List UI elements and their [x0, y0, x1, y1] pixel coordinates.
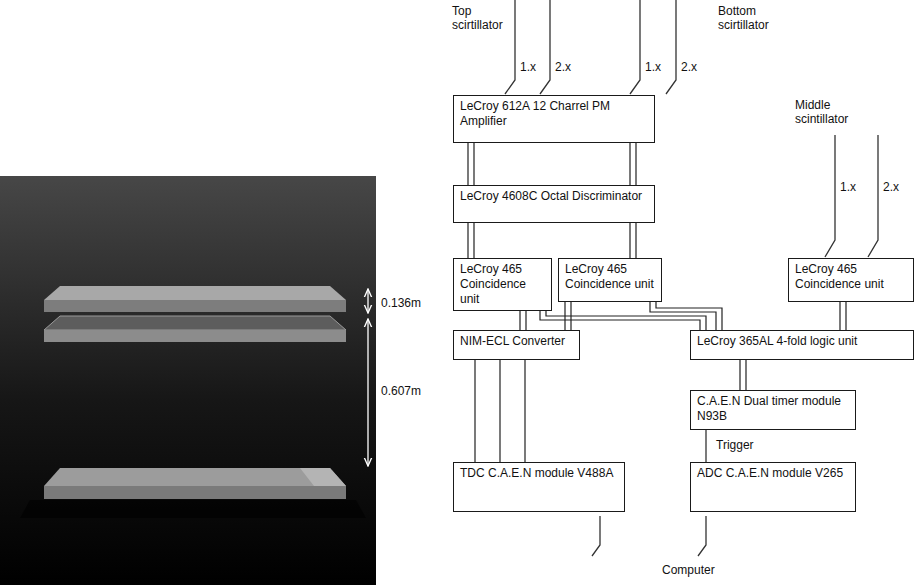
- dimension-label: 0.607m: [381, 384, 421, 398]
- module-box: LeCroy 365AL 4-fold logic unit: [690, 330, 914, 360]
- signal-cable: [840, 302, 846, 330]
- signal-cable: [705, 430, 706, 462]
- middle-scintillator-side: [44, 330, 346, 342]
- module-name: ADC C.A.E.N module V265: [697, 466, 849, 481]
- slab-shadow: [20, 500, 366, 518]
- module-box: LeCroy 4608C Octal Discriminator: [453, 185, 655, 223]
- dimension-label: 0.136m: [381, 296, 421, 310]
- channel-label: 1.x: [840, 180, 856, 194]
- signal-wire: [666, 0, 676, 94]
- signal-cable: [630, 223, 636, 258]
- module-box: NIM-ECL Converter: [453, 330, 580, 360]
- bottom-scintillator-side: [44, 486, 346, 499]
- module-name: LeCroy 612A 12 Charrel PM Amplifier: [460, 99, 648, 129]
- dimension-arrow: [367, 289, 368, 313]
- module-name: LeCroy 365AL 4-fold logic unit: [697, 334, 907, 349]
- channel-label: 1.x: [645, 60, 661, 74]
- module-box: LeCroy 465 Coincidence unit: [558, 258, 662, 302]
- module-name: LeCroy 465 Coincidence unit: [565, 262, 655, 292]
- channel-label: 2.x: [555, 60, 571, 74]
- output-wire: [698, 516, 706, 556]
- output-wire: [592, 516, 600, 556]
- channel-label: 2.x: [681, 60, 697, 74]
- module-name: LeCroy 4608C Octal Discriminator: [460, 189, 648, 204]
- top-scintillator-face: [44, 286, 346, 300]
- signal-wire: [540, 0, 550, 94]
- signal-source-label: Bottom scirtillator: [718, 4, 790, 33]
- bottom-scintillator-face: [44, 468, 346, 486]
- module-box: TDC C.A.E.N module V488A: [453, 462, 625, 512]
- module-box: LeCroy 465 Coincidence unit: [453, 258, 552, 311]
- module-name: C.A.E.N Dual timer module N93B: [697, 394, 849, 424]
- module-box: LeCroy 465 Coincidence unit: [788, 258, 914, 302]
- middle-scintillator-face: [44, 316, 346, 330]
- signal-wire: [825, 135, 835, 257]
- module-box: C.A.E.N Dual timer module N93B: [690, 390, 856, 430]
- module-box: ADC C.A.E.N module V265: [690, 462, 856, 512]
- signal-cable: [650, 302, 722, 330]
- signal-wire: [505, 0, 515, 94]
- module-name: TDC C.A.E.N module V488A: [460, 466, 618, 481]
- signal-wire: [868, 135, 878, 257]
- signal-cable: [740, 360, 746, 390]
- signal-cable: [468, 223, 474, 258]
- module-name: NIM-ECL Converter: [460, 334, 573, 349]
- signal-source-label: Middle scintillator: [795, 98, 873, 127]
- edge-label: Trigger: [714, 438, 756, 452]
- bottom-scintillator-band: [300, 468, 346, 486]
- signal-cable: [468, 143, 636, 185]
- signal-cable: [520, 311, 526, 330]
- signal-source-label: Top scirtillator: [452, 4, 516, 33]
- signal-cable: [565, 302, 571, 330]
- output-label: Computer: [662, 563, 715, 577]
- module-box: LeCroy 612A 12 Charrel PM Amplifier: [453, 95, 655, 143]
- top-scintillator-side: [44, 300, 346, 312]
- dimension-arrow: [367, 319, 368, 466]
- module-name: LeCroy 465 Coincidence unit: [460, 262, 545, 307]
- module-name: LeCroy 465 Coincidence unit: [795, 262, 907, 292]
- channel-label: 2.x: [883, 180, 899, 194]
- signal-cable: [475, 360, 525, 462]
- signal-wire: [630, 0, 640, 94]
- channel-label: 1.x: [520, 60, 536, 74]
- dark-backdrop: [0, 176, 376, 585]
